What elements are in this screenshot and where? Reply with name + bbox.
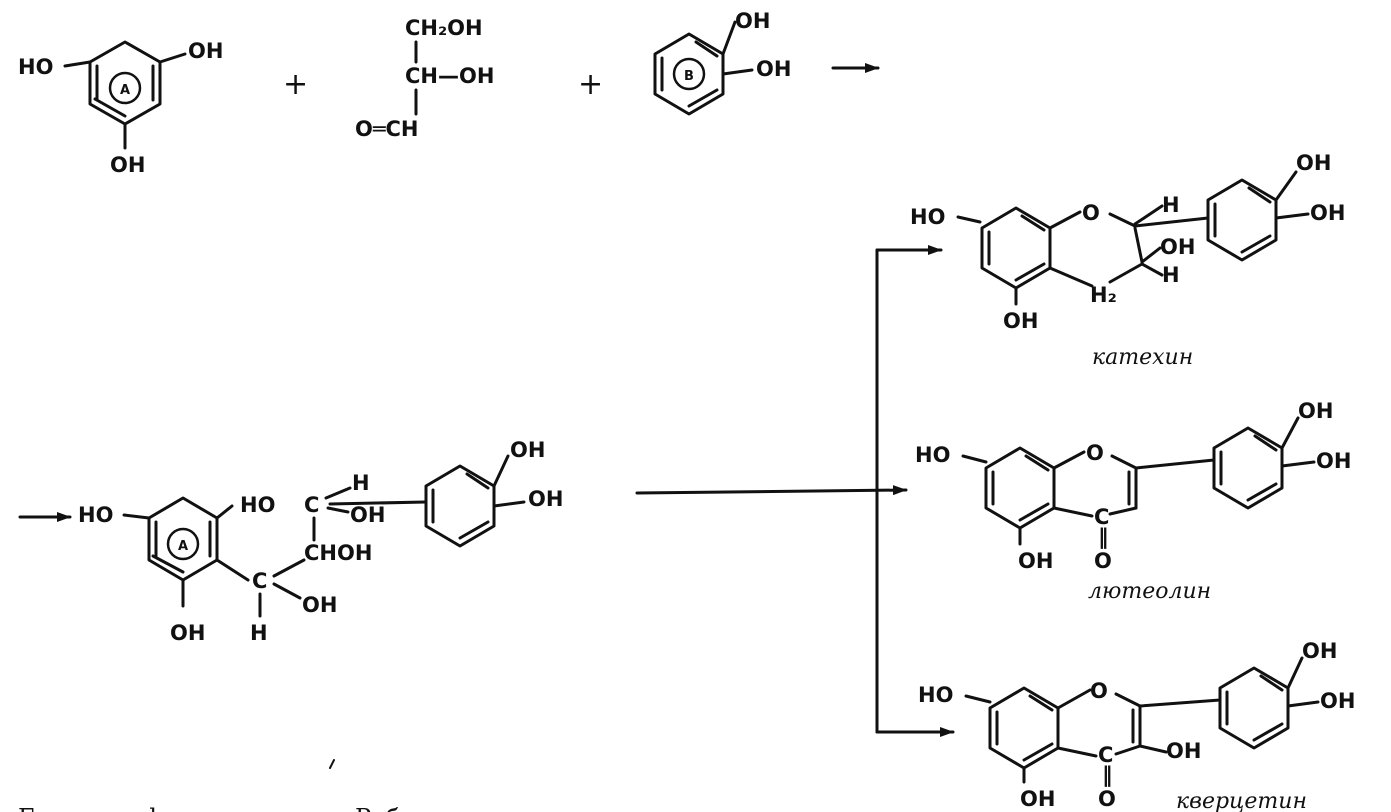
oh-label: OH [1018,549,1053,573]
carbonyl-bond: ‖ [1098,525,1109,550]
oh-label: OH [302,593,337,617]
ho-label: HO [18,55,53,79]
oh-label: OH [510,438,545,462]
chohoh-group: CHOH [304,541,372,565]
luteolin-structure: HO OH O C ‖ O OH OH [915,399,1351,573]
ring-b-circle [672,57,706,91]
oh-label: OH [1160,235,1195,259]
ch2-group: H₂ [1090,283,1117,307]
catechin-structure: HO OH O H OH H H₂ OH OH [910,151,1345,333]
oh-label: OH [528,487,563,511]
c-atom: C [252,569,267,593]
carbonyl-oxygen: O [1098,787,1116,811]
oh-label: OH [1316,449,1351,473]
ring-a-circle [166,527,200,561]
oh-label: OH [1003,309,1038,333]
oh-label: OH [1310,201,1345,225]
oh-label: OH [188,39,223,63]
ch2oh-group: CH₂OH [405,16,483,40]
ring-b-label: B [684,69,694,84]
ring-oxygen: O [1090,679,1108,703]
ring-a-label: A [178,539,188,554]
catechol: B OH OH [653,9,791,116]
quercetin-name: кверцетин [1176,789,1307,812]
luteolin-name: лютеолин [1088,579,1211,604]
c-atom: C [304,493,319,517]
ho-label: HO [78,503,113,527]
oh-label: OH [1166,739,1201,763]
aldehyde-group: O═CH [355,117,418,141]
ho-label: HO [915,443,950,467]
plus-sign: + [283,67,308,102]
glyceraldehyde: CH₂OH CH—OH O═CH [355,16,494,141]
ring-oxygen: O [1086,441,1104,465]
oh-label: OH [110,153,145,177]
ring-oxygen: O [1082,201,1100,225]
c-atom: C [1094,505,1109,529]
h-atom: H [250,621,268,645]
c-atom: C [1098,743,1113,767]
carbonyl-bond: ‖ [1102,763,1113,788]
phloroglucinol: A HO OH OH [18,39,223,177]
oh-label: OH [1296,151,1331,175]
h-atom: H [1162,193,1180,217]
oh-label: OH [1302,639,1337,663]
plus-sign: + [578,67,603,102]
h-atom: H [352,471,370,495]
oh-label: OH [1320,689,1355,713]
carbonyl-oxygen: O [1094,549,1112,573]
intermediate: HO A OH HO C H OH CHOH C H OH OH OH [78,438,563,645]
ho-label: HO [240,493,275,517]
ch-oh-group: CH—OH [405,64,494,88]
oh-label: OH [170,621,205,645]
ring-a-circle [108,71,142,105]
oh-label: OH [756,57,791,81]
oh-label: OH [1298,399,1333,423]
ring-a-label: A [120,83,130,98]
oh-label: OH [1020,787,1055,811]
oh-label: OH [735,9,770,33]
reaction-arrow [635,485,908,496]
quercetin-structure: HO OH O OH C ‖ O OH OH [918,639,1355,811]
stray-mark [329,759,335,769]
catechin-name: катехин [1092,345,1193,370]
oh-label: OH [350,503,385,527]
h-atom: H [1162,263,1180,287]
ho-label: HO [918,683,953,707]
ho-label: HO [910,205,945,229]
figure-caption: Биогенез флавоноидов по Робинсону [18,804,490,812]
